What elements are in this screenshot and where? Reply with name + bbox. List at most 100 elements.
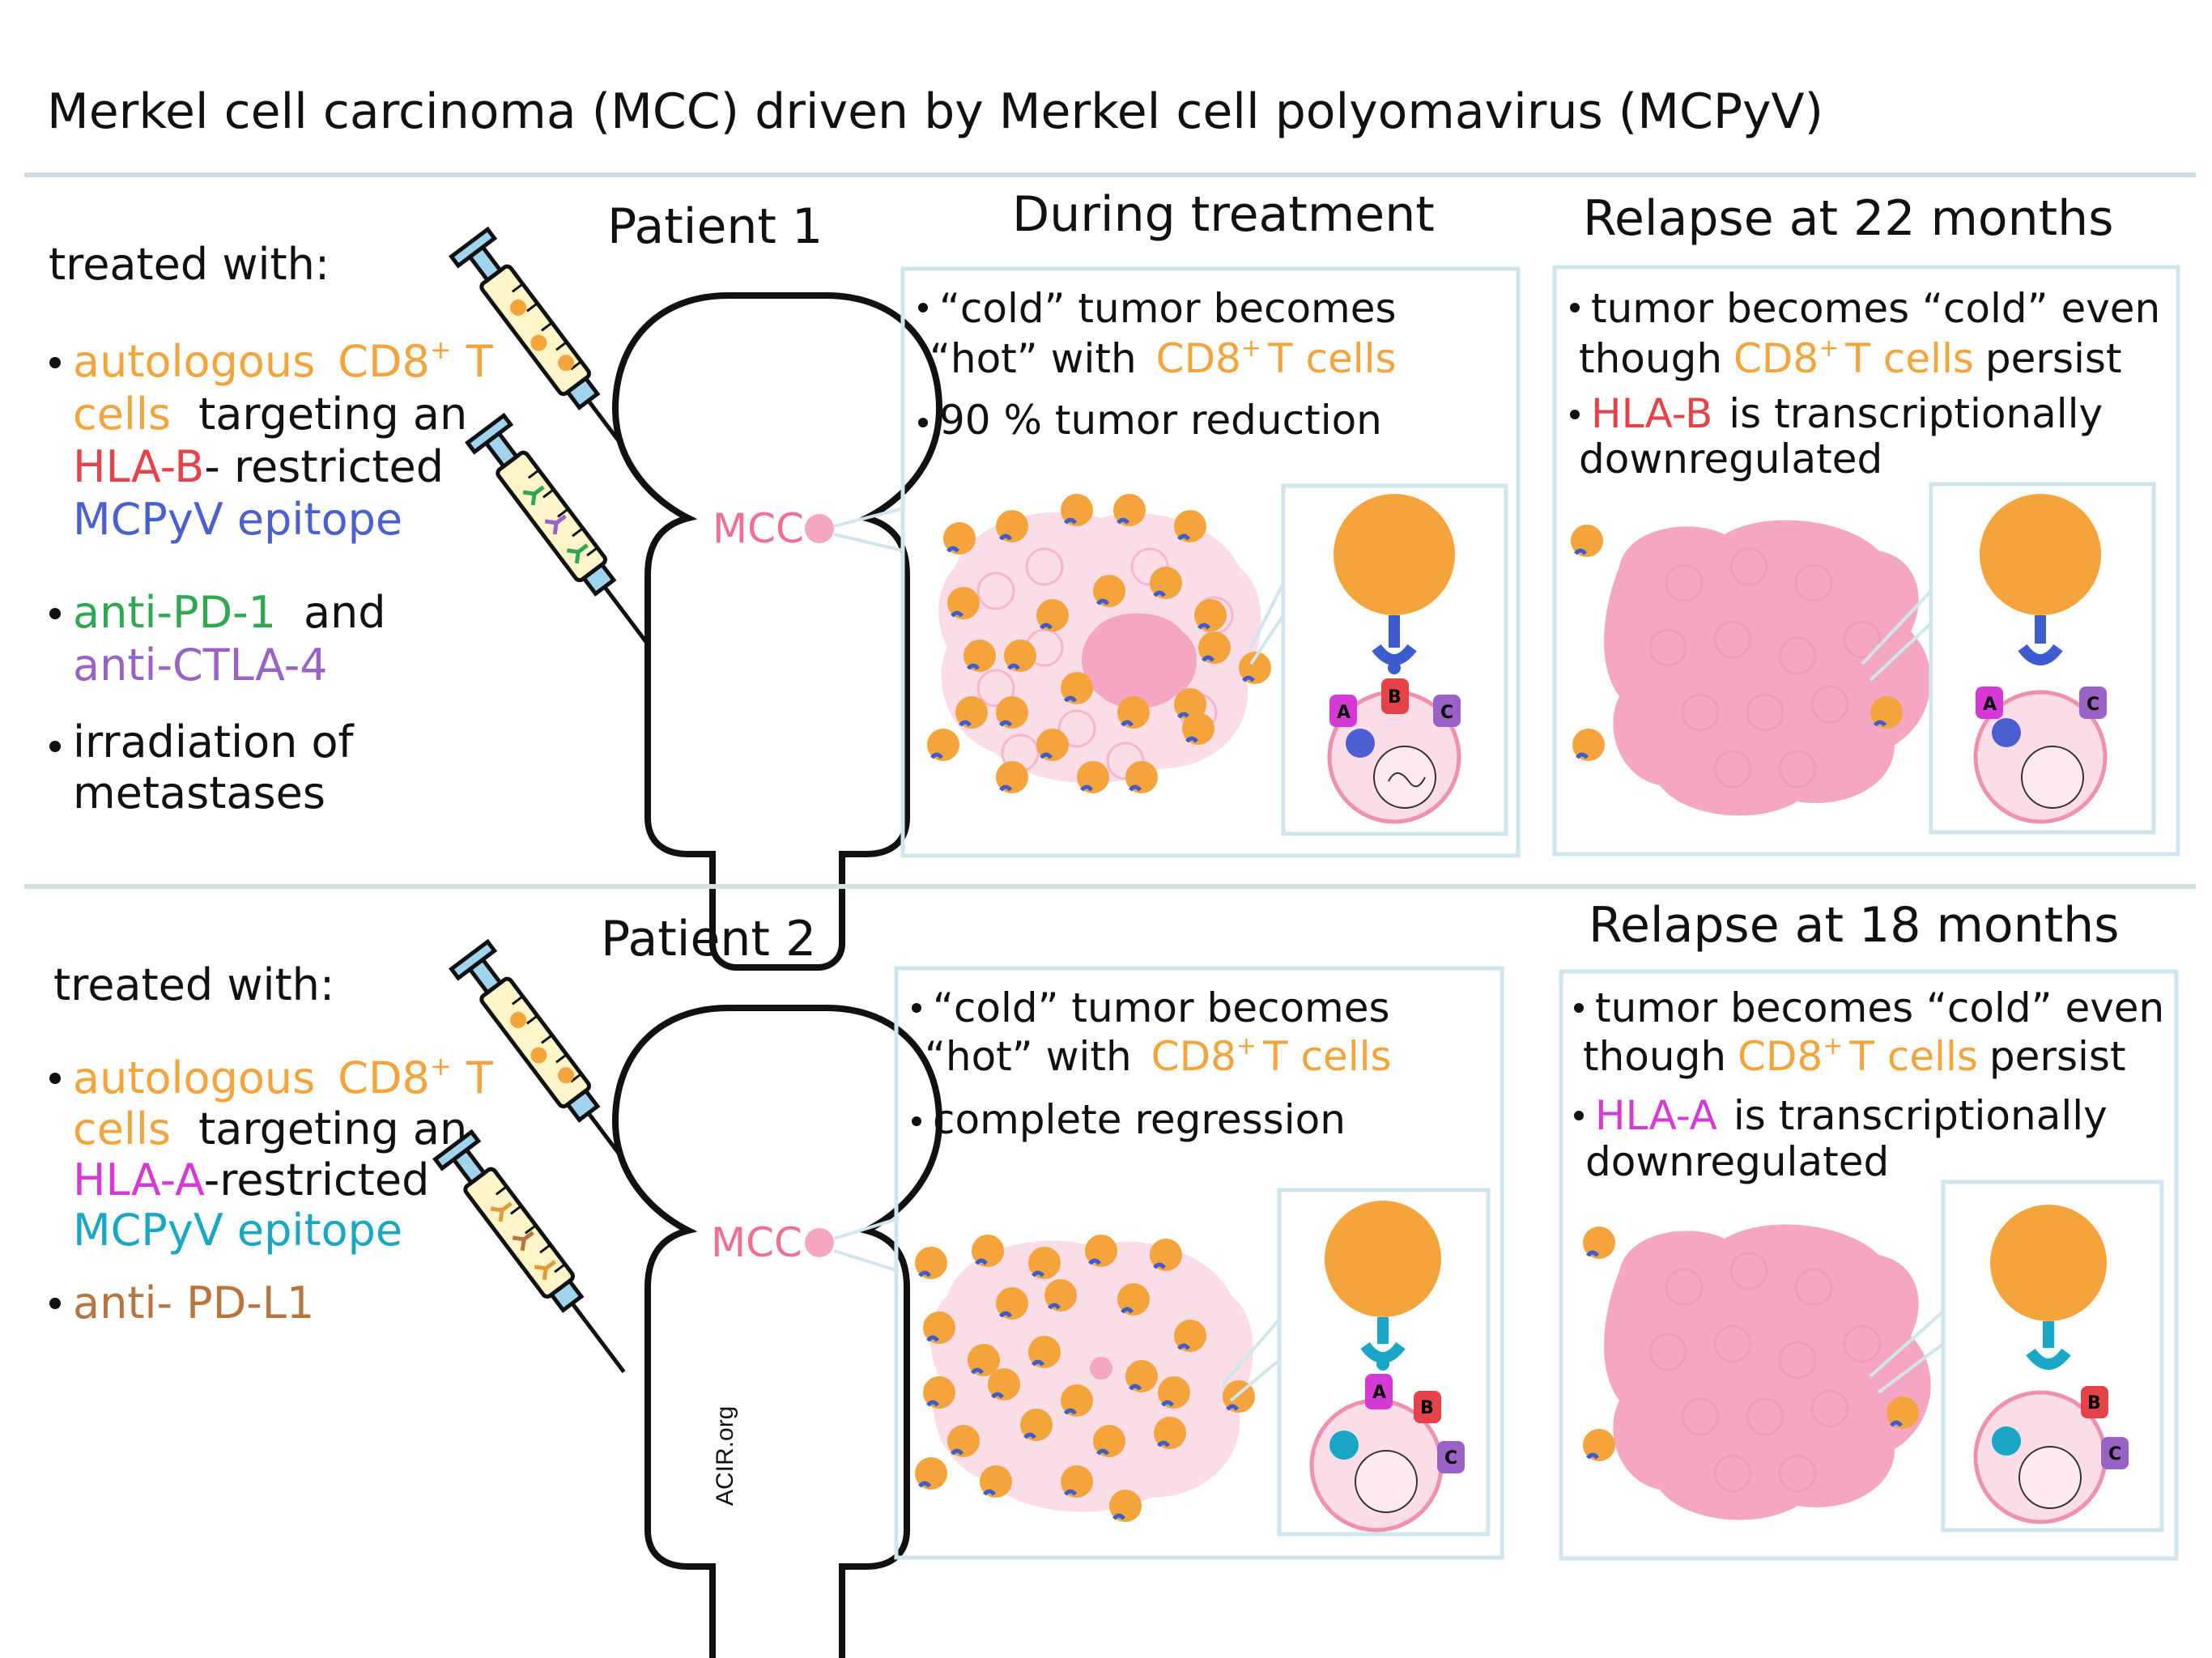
p1-bullet1-line3: HLA-B- restricted xyxy=(73,441,444,492)
p2-during-line1: “cold” tumor becomes xyxy=(933,984,1390,1031)
patient2-label: Patient 2 xyxy=(601,911,816,967)
p1-bullet3-line1: irradiation of xyxy=(73,716,355,767)
p2-cold-tumor-illustration xyxy=(1583,1225,1931,1520)
p2-bullet1-line4: MCPyV epitope xyxy=(73,1205,402,1256)
svg-text:C: C xyxy=(1440,703,1453,723)
svg-text:C: C xyxy=(2087,695,2099,715)
bullet-dot xyxy=(49,608,61,619)
bullet-dot xyxy=(49,1298,61,1309)
p1-relapse-heading: Relapse at 22 months xyxy=(1583,190,2113,247)
p2-bullet2-line1: anti- PD-L1 xyxy=(73,1278,314,1329)
patient2-treated-with: treated with: xyxy=(53,959,334,1010)
page-title: Merkel cell carcinoma (MCC) driven by Me… xyxy=(47,83,1823,140)
tcell-icon xyxy=(1980,494,2101,615)
nucleus-icon xyxy=(2018,1446,2082,1509)
p1-tumor-label: MCC xyxy=(713,505,804,552)
p1-bullet1-line4: MCPyV epitope xyxy=(73,494,402,545)
inset-callout-line xyxy=(1249,582,1285,665)
p2-hot-tumor-illustration xyxy=(915,1235,1255,1522)
bullet-dot xyxy=(1570,303,1580,312)
tcell-icon xyxy=(1334,494,1455,615)
p1-bullet2-line2: anti-CTLA-4 xyxy=(73,640,328,691)
p1-relapse-line1: tumor becomes “cold” even xyxy=(1591,285,2160,332)
hla-a-icon: A xyxy=(1976,687,2003,719)
p2-relapse-zoom-inset xyxy=(1941,1180,2164,1533)
p1-zoom-inset xyxy=(1281,483,1508,836)
viral-antigen-icon xyxy=(1992,1426,2021,1456)
zoom-callout-line xyxy=(833,1217,900,1273)
p1-inset-interaction: A B C xyxy=(1327,494,1461,824)
bullet-dot xyxy=(49,1073,61,1084)
p2-relapse-line1: tumor becomes “cold” even xyxy=(1595,984,2164,1031)
bullet-dot xyxy=(912,1116,921,1126)
p2-relapse-heading: Relapse at 18 months xyxy=(1589,897,2119,954)
hla-c-icon: C xyxy=(1437,1441,1465,1473)
bullet-dot xyxy=(912,1003,921,1013)
patient1-body-outline xyxy=(611,292,943,971)
tcr-icon xyxy=(2018,615,2063,665)
viral-antigen-icon xyxy=(1329,1431,1359,1460)
inset-callout-line xyxy=(1869,1310,1945,1394)
p2-bullet1-line3: HLA-A-restricted xyxy=(73,1154,429,1205)
svg-text:A: A xyxy=(1983,695,1997,715)
syringe-antibody-icon xyxy=(436,1132,642,1385)
tcr-icon xyxy=(1360,1317,1406,1363)
patient1-treated-with: treated with: xyxy=(49,239,330,290)
p1-relapse-line4: downregulated xyxy=(1579,436,1882,483)
svg-text:C: C xyxy=(1444,1448,1457,1469)
bullet-dot xyxy=(918,303,928,312)
p2-inset-interaction: A B C xyxy=(1309,1201,1465,1533)
tcr-icon xyxy=(1372,615,1417,665)
viral-antigen-icon xyxy=(1992,718,2021,747)
p1-relapse-inset-interaction: A C xyxy=(1973,494,2108,824)
hla-a-icon: A xyxy=(1365,1374,1393,1409)
tcr-icon xyxy=(2026,1321,2071,1370)
bullet-dot xyxy=(49,741,61,752)
bullet-dot xyxy=(1574,1003,1584,1013)
bullet-dot xyxy=(1574,1111,1584,1120)
inset-callout-line xyxy=(1221,1318,1281,1402)
svg-text:A: A xyxy=(1372,1383,1386,1403)
p2-during-panel xyxy=(894,966,1504,1560)
viral-antigen-icon xyxy=(1346,729,1375,758)
svg-text:B: B xyxy=(1420,1398,1434,1418)
tcell-icon xyxy=(1325,1201,1441,1317)
tumor-site-icon xyxy=(805,1228,834,1257)
hla-c-icon: C xyxy=(1433,695,1461,727)
p1-relapse-panel xyxy=(1552,265,2180,857)
svg-text:A: A xyxy=(1337,703,1351,723)
residual-tumor-icon xyxy=(1082,613,1197,708)
tcell-icon xyxy=(1990,1205,2107,1321)
p2-relapse-line4: downregulated xyxy=(1585,1138,1889,1185)
inset-callout-line xyxy=(1861,589,1933,682)
patient1-label: Patient 1 xyxy=(607,198,823,255)
svg-text:B: B xyxy=(2087,1393,2101,1414)
hla-b-icon: B xyxy=(1414,1391,1441,1423)
hla-a-icon: A xyxy=(1329,695,1357,727)
bullet-dot xyxy=(49,357,61,368)
zoom-callout-line xyxy=(833,507,904,552)
bullet-dot xyxy=(1570,410,1580,419)
syringe-tcell-icon xyxy=(452,229,658,483)
residual-tumor-icon xyxy=(1090,1357,1112,1380)
tumor-site-icon xyxy=(805,514,834,543)
hla-c-icon: C xyxy=(2079,687,2107,719)
syringe-antibody-icon xyxy=(468,415,674,669)
hla-b-icon: B xyxy=(1381,678,1409,714)
hla-c-icon: C xyxy=(2101,1437,2129,1469)
nucleus-icon xyxy=(1355,1450,1418,1513)
p1-during-line1: “cold” tumor becomes xyxy=(939,285,1397,332)
